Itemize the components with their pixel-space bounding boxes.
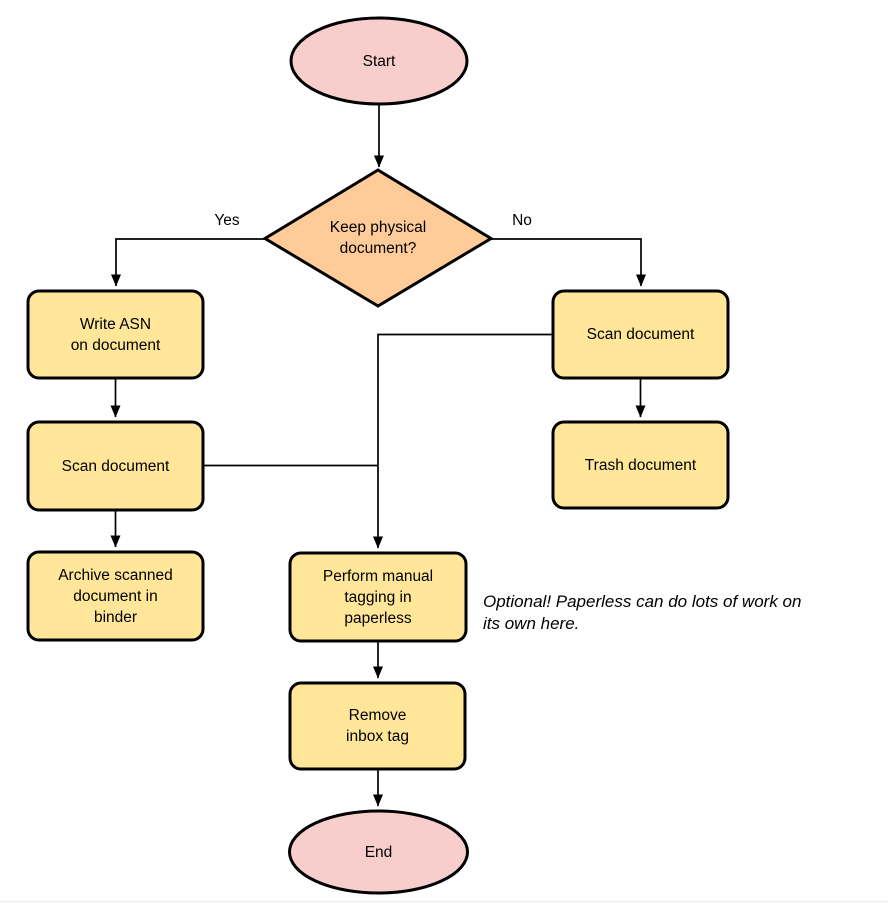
edge-decision-no (491, 238, 646, 287)
node-scan-left (26, 420, 205, 512)
node-remove-inbox (288, 681, 467, 771)
label-archive: Archive scanned document in binder (58, 566, 173, 626)
node-end (288, 809, 469, 895)
node-write-asn (26, 289, 205, 380)
label-write-asn: Write ASN on document (70, 315, 161, 354)
annotation-optional-note: Optional! Paperless can do lots of work … (483, 592, 802, 633)
node-decision (262, 168, 494, 308)
label-start: Start (362, 52, 396, 70)
label-trash: Trash document (584, 456, 697, 474)
edge-scanright-to-tagging (373, 333, 553, 549)
label-decision: Keep physical document? (329, 219, 427, 257)
node-trash (551, 420, 730, 510)
edge-label-no: No (512, 212, 532, 229)
edge-label-yes: Yes (214, 212, 240, 229)
label-scan-left: Scan document (61, 457, 170, 475)
node-scan-right (551, 289, 730, 380)
label-scan-right: Scan document (586, 326, 695, 343)
label-remove-inbox: Remove inbox tag (346, 707, 409, 745)
node-archive (26, 550, 205, 642)
edge-decision-yes (111, 238, 265, 287)
label-end: End (364, 843, 393, 861)
label-perform-tagging: Perform manual tagging in paperless (322, 567, 434, 627)
node-start (289, 16, 469, 106)
node-perform-tagging (288, 551, 468, 643)
